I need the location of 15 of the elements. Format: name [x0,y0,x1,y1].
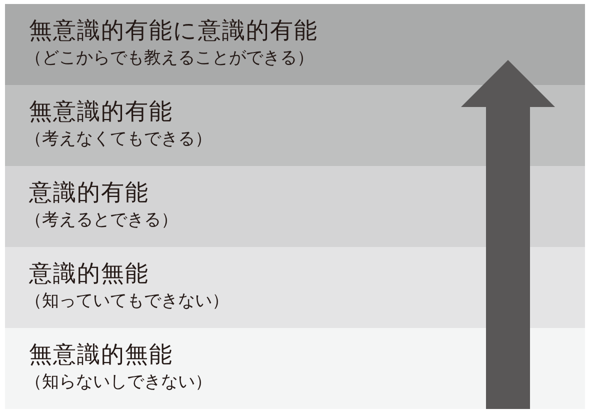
level-description: （知っていてもできない） [25,290,229,313]
level-band [5,4,585,85]
level-title: 無意識的有能 [29,98,173,127]
level-band [5,328,585,409]
level-description: （知らないしできない） [25,371,212,394]
level-title: 意識的無能 [29,260,149,289]
level-band [5,85,585,166]
level-title: 意識的有能 [29,179,149,208]
level-description: （考えるとできる） [25,209,178,232]
level-description: （考えなくてもできる） [25,128,212,151]
level-description: （どこからでも教えることができる） [25,47,314,70]
level-title: 無意識的無能 [29,341,173,370]
level-band [5,166,585,247]
level-title: 無意識的有能に意識的有能 [29,17,318,46]
level-band [5,247,585,328]
